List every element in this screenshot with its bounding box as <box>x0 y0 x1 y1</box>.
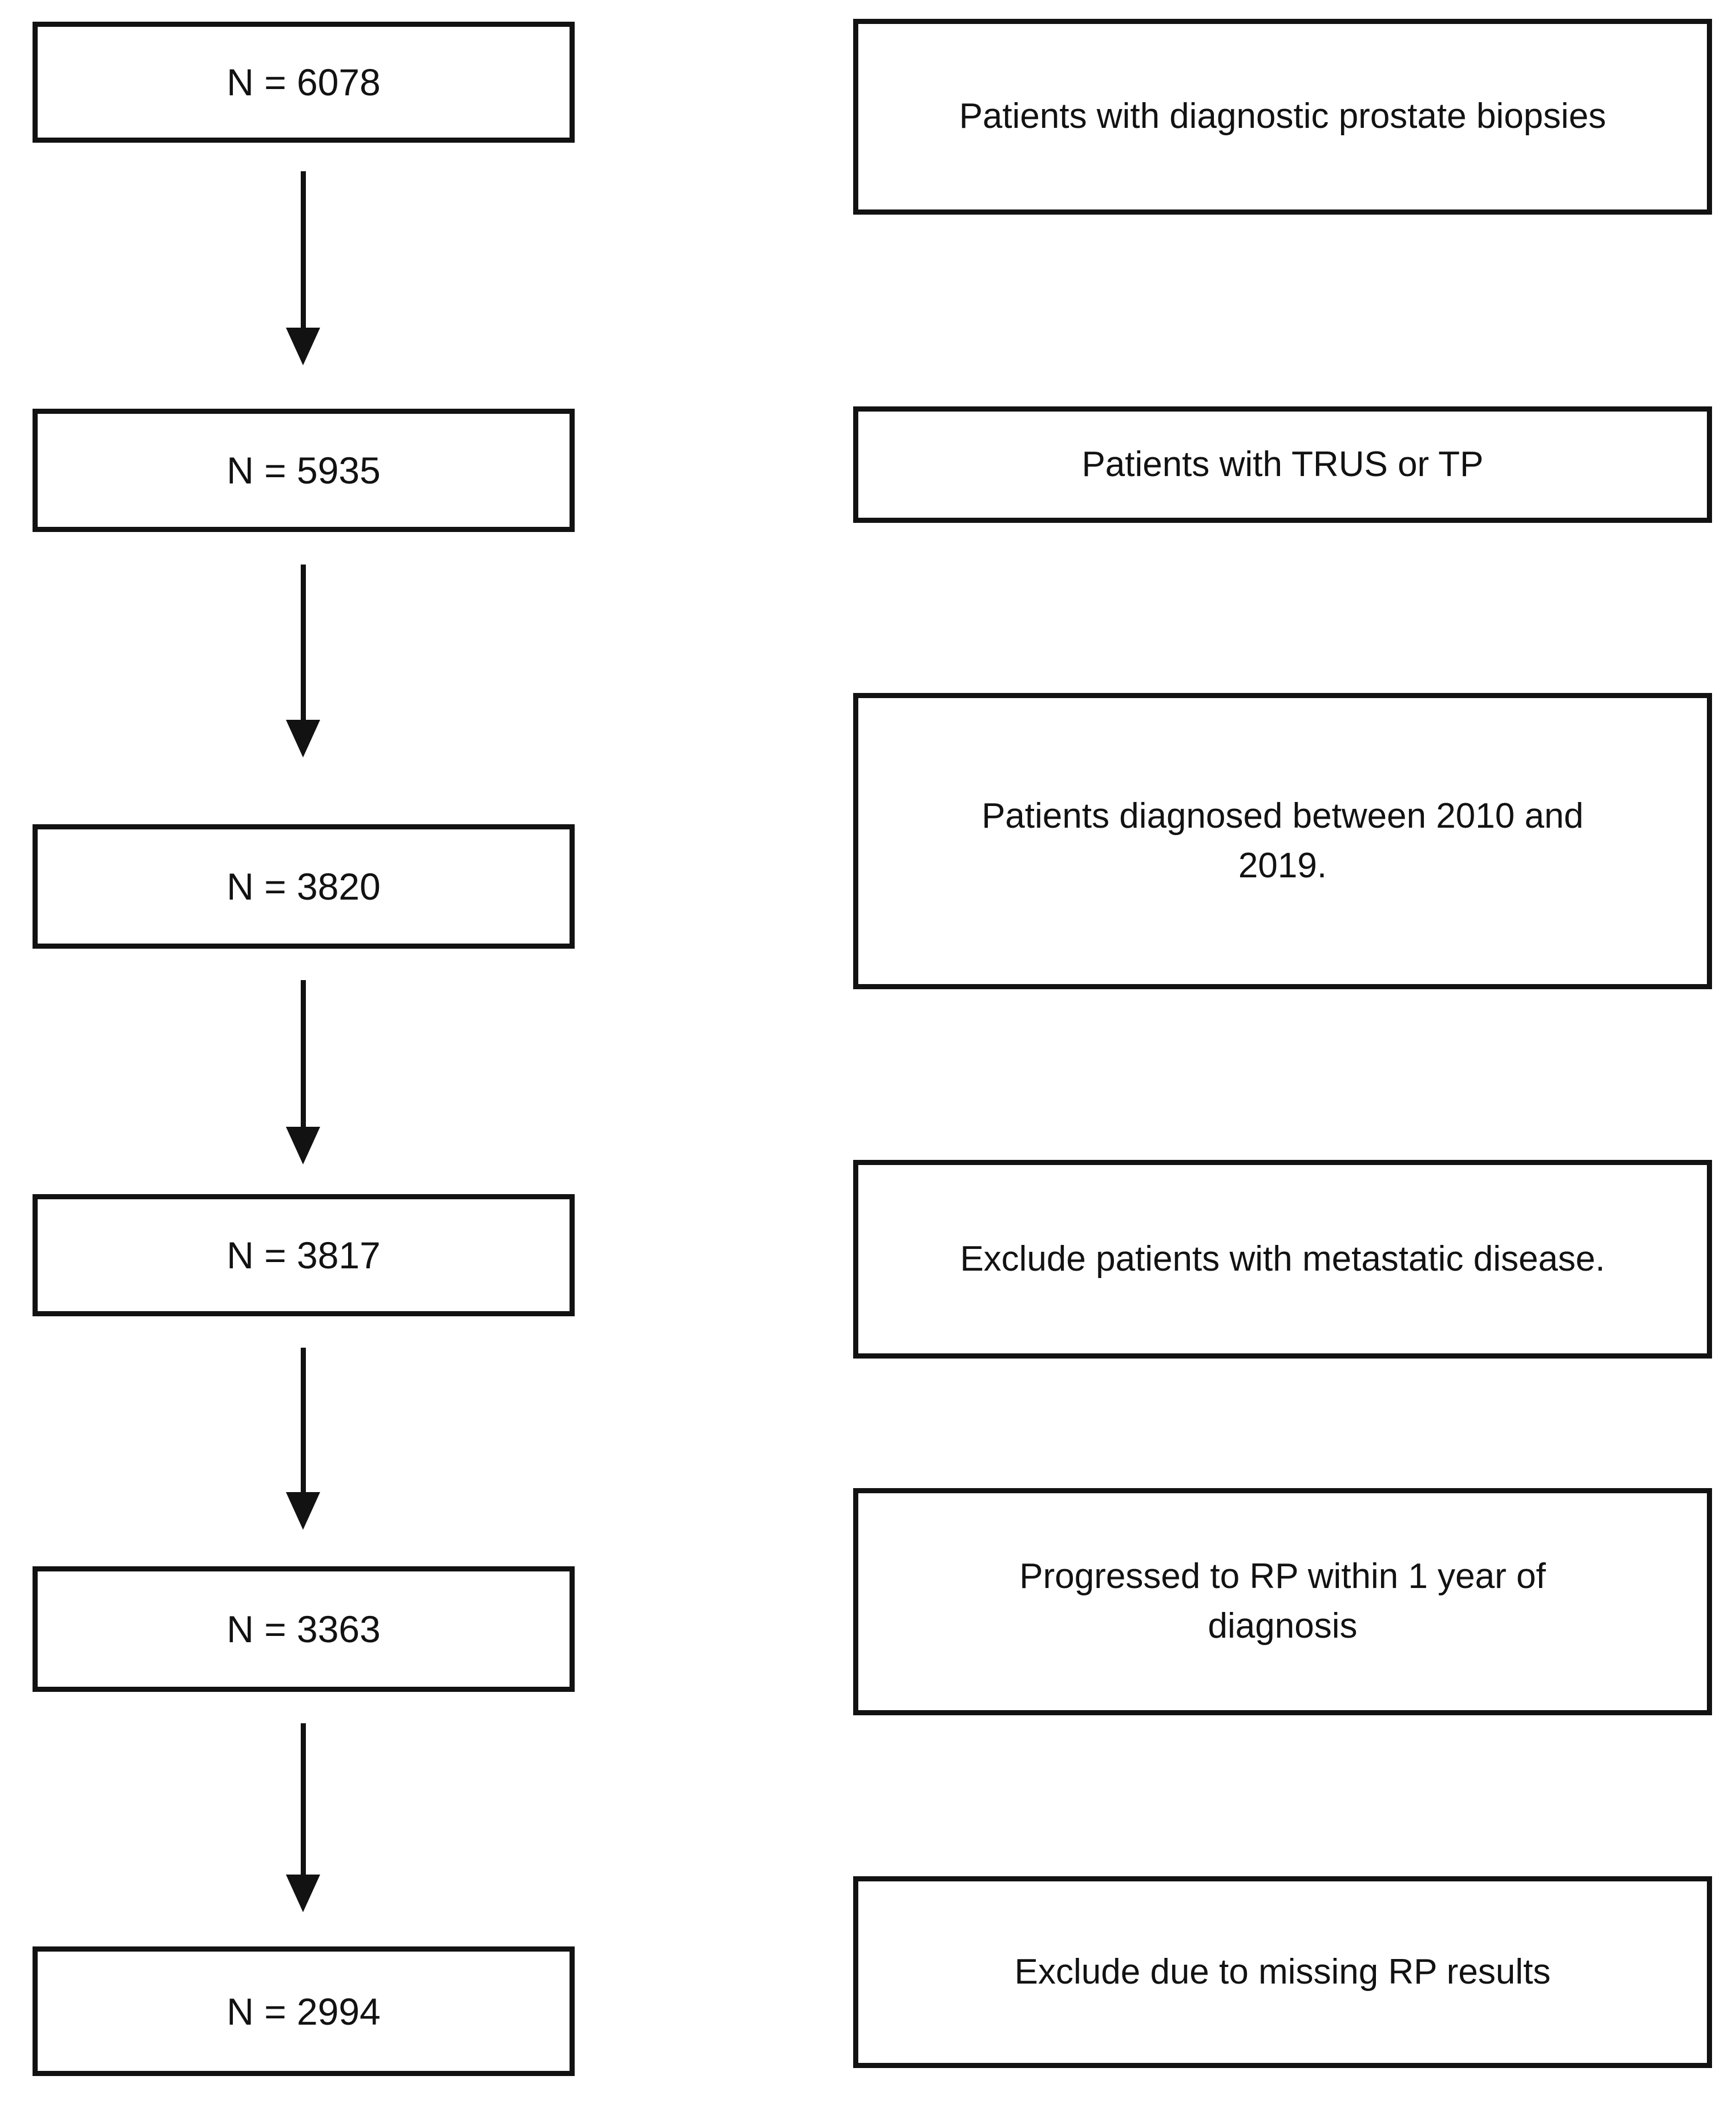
description-label-2: Patients with TRUS or TP <box>1081 444 1484 484</box>
count-label-5: N = 3363 <box>227 1608 381 1650</box>
arrow-head-icon <box>286 1492 320 1530</box>
count-box-5: N = 3363 <box>33 1566 575 1692</box>
count-box-1: N = 6078 <box>33 22 575 143</box>
arrow-shaft <box>300 171 306 328</box>
count-box-3: N = 3820 <box>33 824 575 949</box>
description-box-3: Patients diagnosed between 2010 and 2019… <box>853 693 1712 989</box>
count-box-6: N = 2994 <box>33 1946 575 2076</box>
arrow-head-icon <box>286 720 320 757</box>
down-arrow-2 <box>286 565 320 757</box>
description-label-5: Progressed to RP within 1 year of diagno… <box>1019 1557 1546 1646</box>
description-label-6: Exclude due to missing RP results <box>1014 1952 1551 1992</box>
count-box-4: N = 3817 <box>33 1194 575 1316</box>
description-box-1: Patients with diagnostic prostate biopsi… <box>853 19 1712 215</box>
description-label-4: Exclude patients with metastatic disease… <box>960 1239 1605 1279</box>
description-box-4: Exclude patients with metastatic disease… <box>853 1160 1712 1359</box>
description-box-2: Patients with TRUS or TP <box>853 406 1712 523</box>
arrow-shaft <box>300 1348 306 1492</box>
description-label-1: Patients with diagnostic prostate biopsi… <box>959 96 1606 136</box>
description-label-3: Patients diagnosed between 2010 and 2019… <box>982 796 1584 885</box>
arrow-head-icon <box>286 1875 320 1912</box>
count-label-6: N = 2994 <box>227 1990 381 2033</box>
description-box-5: Progressed to RP within 1 year of diagno… <box>853 1488 1712 1715</box>
arrow-head-icon <box>286 328 320 365</box>
arrow-head-icon <box>286 1127 320 1164</box>
down-arrow-4 <box>286 1348 320 1530</box>
count-box-2: N = 5935 <box>33 409 575 532</box>
arrow-shaft <box>300 1723 306 1875</box>
down-arrow-5 <box>286 1723 320 1912</box>
arrow-shaft <box>300 565 306 720</box>
count-label-1: N = 6078 <box>227 61 381 103</box>
down-arrow-1 <box>286 171 320 365</box>
count-label-3: N = 3820 <box>227 865 381 908</box>
description-box-6: Exclude due to missing RP results <box>853 1876 1712 2068</box>
count-label-2: N = 5935 <box>227 449 381 491</box>
down-arrow-3 <box>286 980 320 1164</box>
count-label-4: N = 3817 <box>227 1234 381 1276</box>
arrow-shaft <box>300 980 306 1127</box>
